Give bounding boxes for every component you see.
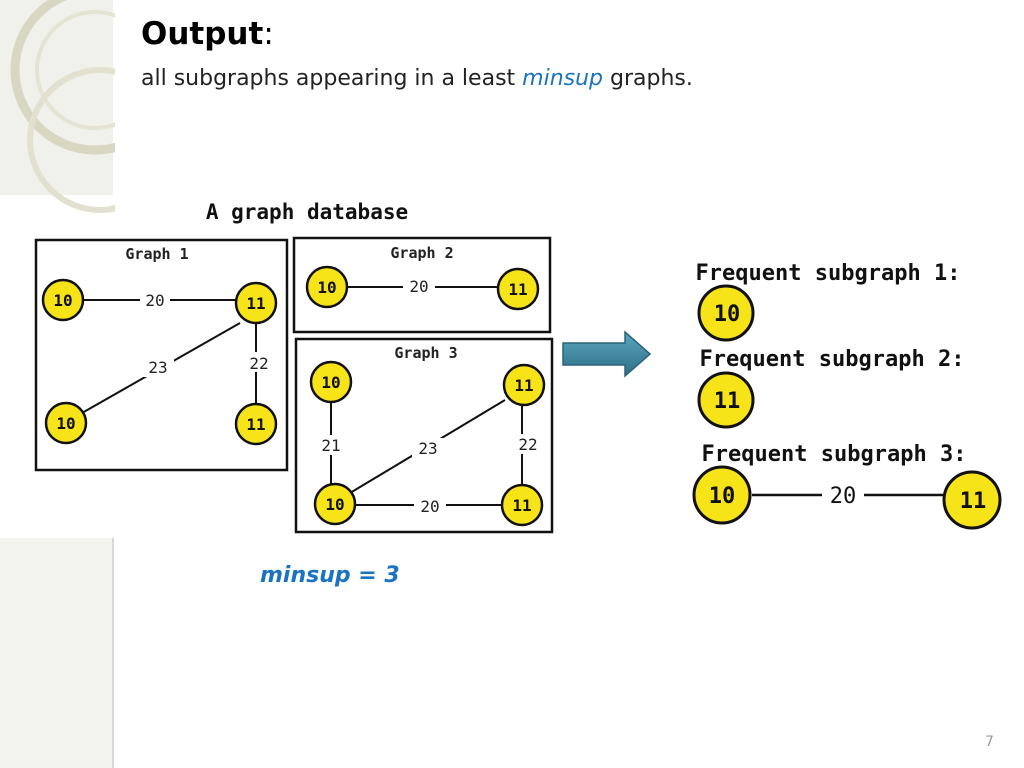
page-number: 7 [985, 734, 994, 750]
graph-2-label: Graph 2 [390, 244, 453, 262]
node-label: 10 [53, 291, 72, 310]
right-arrow-icon [562, 330, 652, 378]
frequent-subgraph-1: Frequent subgraph 1: 10 [696, 261, 961, 342]
graph-node [697, 371, 755, 429]
graph-node [234, 281, 278, 325]
graph-node [309, 360, 353, 404]
graph-node [502, 363, 546, 407]
node-label: 11 [514, 376, 533, 395]
graph-node [41, 278, 85, 322]
minsup-term: minsup [522, 66, 604, 91]
graph-node [313, 482, 357, 526]
slide-title: Output: [141, 16, 274, 52]
edge-label: 20 [420, 497, 439, 516]
edge-label: 23 [148, 358, 167, 377]
edge-label: 22 [518, 435, 537, 454]
node-label: 11 [246, 294, 265, 313]
frequent-subgraph-3: Frequent subgraph 3: 20 10 11 [692, 442, 1002, 530]
node-label: 10 [714, 302, 741, 327]
node-label: 10 [321, 373, 340, 392]
slide-subtitle: all subgraphs appearing in a least minsu… [141, 66, 693, 91]
graph-3-label: Graph 3 [394, 344, 457, 362]
decorative-background [0, 0, 115, 768]
database-title: A graph database [206, 200, 408, 224]
frequent-subgraph-label: Frequent subgraph 3: [702, 442, 967, 467]
graph-node [305, 265, 349, 309]
edge-label: 20 [830, 484, 857, 509]
graph-node [234, 402, 278, 446]
edge-label: 22 [249, 354, 268, 373]
node-label: 11 [960, 489, 987, 514]
graph-node [942, 470, 1002, 530]
graph-node [44, 401, 88, 445]
node-label: 11 [512, 496, 531, 515]
node-label: 11 [508, 280, 527, 299]
minsup-label: minsup = 3 [260, 563, 400, 588]
node-label: 11 [246, 415, 265, 434]
edge-label: 20 [409, 277, 428, 296]
graph-3: Graph 3 21 23 22 20 10 11 10 11 [294, 337, 554, 534]
node-label: 11 [714, 389, 741, 414]
graph-node [692, 465, 752, 525]
graph-3-frame [294, 337, 554, 534]
node-label: 10 [709, 484, 736, 509]
edge-label: 23 [418, 439, 437, 458]
graph-node [496, 267, 540, 311]
graph-2-frame [292, 236, 552, 334]
frequent-subgraph-label: Frequent subgraph 2: [700, 347, 965, 372]
edge-label: 21 [321, 436, 340, 455]
node-label: 10 [56, 414, 75, 433]
graph-node [697, 284, 755, 342]
graph-node [500, 483, 544, 527]
graph-1: Graph 1 20 23 22 10 11 10 11 [34, 238, 289, 472]
edge-label: 20 [145, 291, 164, 310]
frequent-subgraph-label: Frequent subgraph 1: [696, 261, 961, 286]
graph-2: Graph 2 20 10 11 [292, 236, 552, 334]
node-label: 10 [325, 495, 344, 514]
graph-1-frame [34, 238, 289, 472]
node-label: 10 [317, 278, 336, 297]
graph-1-label: Graph 1 [125, 245, 188, 263]
frequent-subgraph-2: Frequent subgraph 2: 11 [697, 347, 965, 429]
